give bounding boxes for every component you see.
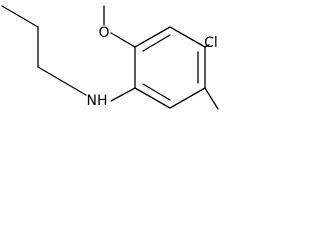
ring-nitrogen-bond <box>110 87 136 102</box>
methyl-group <box>204 87 219 110</box>
methoxy-group: O <box>98 5 136 48</box>
ring-double-bond <box>142 34 171 52</box>
ring-bond <box>169 87 206 109</box>
ring-bond <box>169 26 206 48</box>
chloro-group: Cl <box>204 35 218 51</box>
ring-methyl-bond <box>204 87 219 110</box>
benzene-ring <box>134 26 206 109</box>
amine-atom-label: NH <box>87 93 108 109</box>
butyl-chain-bond <box>1 5 39 28</box>
chlorine-atom-label: Cl <box>204 35 218 51</box>
ring-bond <box>134 87 171 109</box>
butyl-chain-bond <box>37 66 87 96</box>
ring-bond <box>134 26 171 48</box>
ring-chlorine-bond <box>204 44 210 48</box>
butylamino-group: NH <box>1 5 136 109</box>
ring-double-bond <box>142 83 171 101</box>
ring-oxygen-bond <box>110 32 136 48</box>
oxygen-atom-label: O <box>98 25 109 41</box>
chemical-structure: O Cl NH <box>1 5 219 110</box>
